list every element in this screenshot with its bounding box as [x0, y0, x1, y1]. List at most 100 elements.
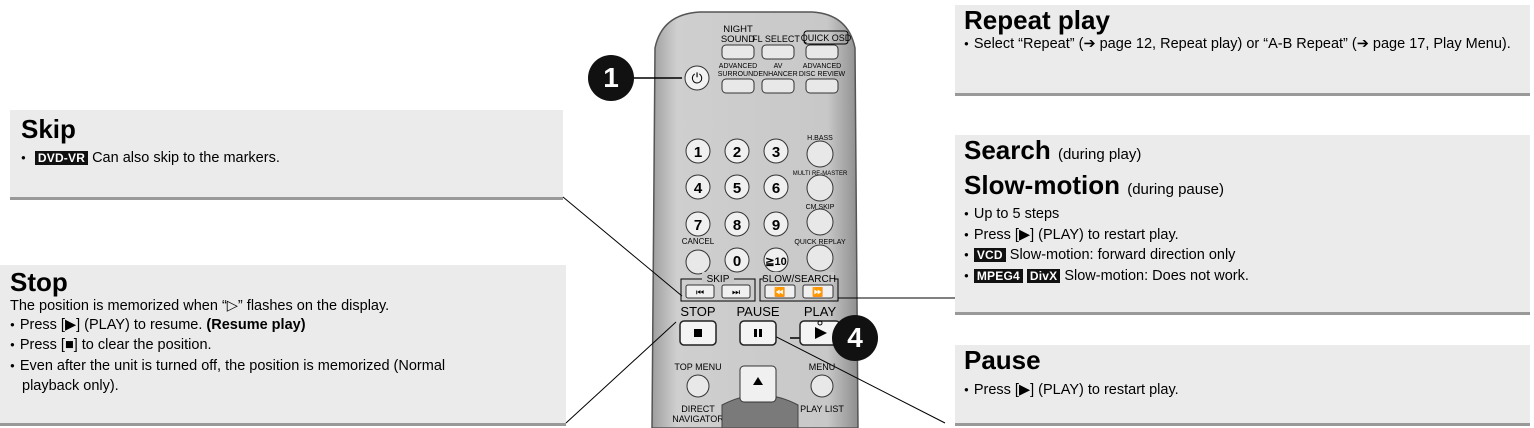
quick-replay-label: QUICK REPLAY — [794, 239, 846, 246]
repeat-title: Repeat play — [964, 5, 1110, 35]
power-button[interactable] — [684, 65, 710, 91]
digit-2-button[interactable] — [724, 138, 750, 164]
skip-title: Skip — [21, 114, 76, 144]
search-bullet-2: Press [▶] (PLAY) to restart play. — [964, 226, 1521, 247]
adv-disc-review-label-2: DISC REVIEW — [799, 71, 846, 78]
slow-search-group-label: SLOW/SEARCH — [762, 274, 836, 285]
callout-1: 1 — [588, 55, 634, 101]
multi-re-master-label: MULTI RE-MASTER — [793, 171, 848, 177]
quick-osd-label: QUICK OSD — [801, 33, 852, 43]
repeat-text: Select “Repeat” (➔ page 12, Repeat play)… — [964, 35, 1516, 56]
slow-search-rewind-button[interactable] — [764, 284, 796, 299]
digit-9-button[interactable] — [763, 211, 789, 237]
enhancer-label: ENHANCER — [758, 71, 797, 78]
fl-select-button[interactable] — [761, 44, 795, 60]
skip-leader-line — [562, 196, 683, 297]
pause-button[interactable] — [739, 320, 777, 346]
digit-0-button[interactable] — [724, 247, 750, 273]
mpeg4-tag: MPEG4 — [973, 268, 1023, 283]
pause-text: Press [▶] (PLAY) to restart play. — [964, 381, 1521, 402]
stop-bullet-1: Press [▶] (PLAY) to resume. — [19, 316, 203, 333]
search-panel: Search (during play) Slow-motion (during… — [955, 135, 1530, 315]
menu-button[interactable] — [810, 374, 834, 398]
skip-next-button[interactable] — [721, 284, 751, 299]
stop-bullet-3: Even after the unit is turned off, the p… — [10, 357, 502, 396]
search-title: Search — [964, 135, 1051, 165]
play-list-label: PLAY LIST — [800, 404, 844, 414]
stop-label: STOP — [680, 304, 715, 319]
multi-re-master-button[interactable] — [806, 174, 834, 202]
rewind-icon: ⏪ — [774, 286, 785, 297]
dvd-vr-tag: DVD-VR — [34, 151, 89, 165]
digit-1-button[interactable] — [685, 138, 711, 164]
callout-4: 4 — [832, 315, 878, 361]
adv-surround-label-1: ADVANCED — [719, 63, 757, 70]
pause-leader-line — [754, 325, 946, 424]
av-enhancer-button[interactable] — [761, 78, 795, 94]
top-menu-label: TOP MENU — [674, 362, 721, 372]
svg-text:3: 3 — [772, 144, 780, 161]
direct-label: DIRECT — [681, 404, 715, 414]
cancel-button[interactable] — [685, 249, 711, 275]
av-label: AV — [774, 63, 783, 70]
menu-label: MENU — [809, 362, 836, 372]
sound-label: SOUND — [721, 34, 755, 45]
stop-intro: The position is memorized when “▷” flash… — [10, 298, 390, 314]
h-bass-button[interactable] — [806, 140, 834, 168]
night-sound-button[interactable] — [721, 44, 755, 60]
stop-icon — [694, 329, 702, 337]
skip-prev-icon: ⏮ — [696, 287, 704, 297]
up-arrow-icon — [753, 377, 763, 385]
search-bullet-4: Slow-motion: Does not work. — [1064, 267, 1249, 284]
cm-skip-label: CM SKIP — [806, 204, 835, 211]
skip-next-icon: ⏭ — [732, 287, 740, 297]
quick-replay-button[interactable] — [806, 244, 834, 272]
skip-prev-button[interactable] — [685, 284, 715, 299]
pause-icon-bar-1 — [754, 329, 757, 337]
svg-text:7: 7 — [694, 217, 702, 234]
digit-4-button[interactable] — [685, 174, 711, 200]
adv-surround-label-2: SURROUND — [718, 71, 758, 78]
slow-motion-title-sub: (during pause) — [1127, 181, 1224, 198]
cancel-label: CANCEL — [682, 237, 715, 246]
advanced-disc-review-button[interactable] — [805, 78, 839, 94]
navigator-label: NAVIGATOR — [672, 414, 724, 424]
power-icon: ⏻ — [691, 70, 702, 86]
slow-motion-title: Slow-motion — [964, 170, 1120, 200]
stop-leader-line — [565, 321, 677, 424]
svg-text:≧10: ≧10 — [765, 256, 786, 268]
svg-text:9: 9 — [772, 217, 780, 234]
h-bass-label: H.BASS — [807, 135, 833, 142]
svg-text:2: 2 — [733, 144, 741, 161]
cm-skip-button[interactable] — [806, 208, 834, 236]
slow-search-forward-button[interactable] — [802, 284, 834, 299]
search-bullet-3: Slow-motion: forward direction only — [1009, 247, 1236, 263]
quick-osd-button[interactable] — [805, 44, 839, 60]
stop-panel: Stop The position is memorized when “▷” … — [0, 265, 566, 426]
stop-bullet-2: Press [■] to clear the position. — [10, 336, 556, 357]
top-menu-button[interactable] — [686, 374, 710, 398]
svg-text:4: 4 — [694, 180, 703, 197]
search-bullet-1: Up to 5 steps — [964, 205, 1521, 226]
digit-8-button[interactable] — [724, 211, 750, 237]
repeat-panel: Repeat play Select “Repeat” (➔ page 12, … — [955, 5, 1530, 96]
pause-panel: Pause Press [▶] (PLAY) to restart play. — [955, 345, 1530, 426]
digit-7-button[interactable] — [685, 211, 711, 237]
play-icon — [815, 327, 827, 339]
svg-text:6: 6 — [772, 180, 780, 197]
digit-3-button[interactable] — [763, 138, 789, 164]
advanced-surround-button[interactable] — [721, 78, 755, 94]
fl-select-label: FL SELECT — [752, 34, 800, 44]
svg-text:0: 0 — [733, 253, 741, 270]
svg-text:1: 1 — [694, 144, 702, 161]
digit-5-button[interactable] — [724, 174, 750, 200]
divx-tag: DivX — [1026, 268, 1061, 283]
night-label: NIGHT — [723, 24, 753, 35]
search-title-sub: (during play) — [1057, 146, 1142, 163]
fast-forward-icon: ⏩ — [812, 286, 823, 297]
digit-6-button[interactable] — [763, 174, 789, 200]
adv-disc-review-label-1: ADVANCED — [803, 63, 841, 70]
stop-title: Stop — [10, 267, 68, 297]
